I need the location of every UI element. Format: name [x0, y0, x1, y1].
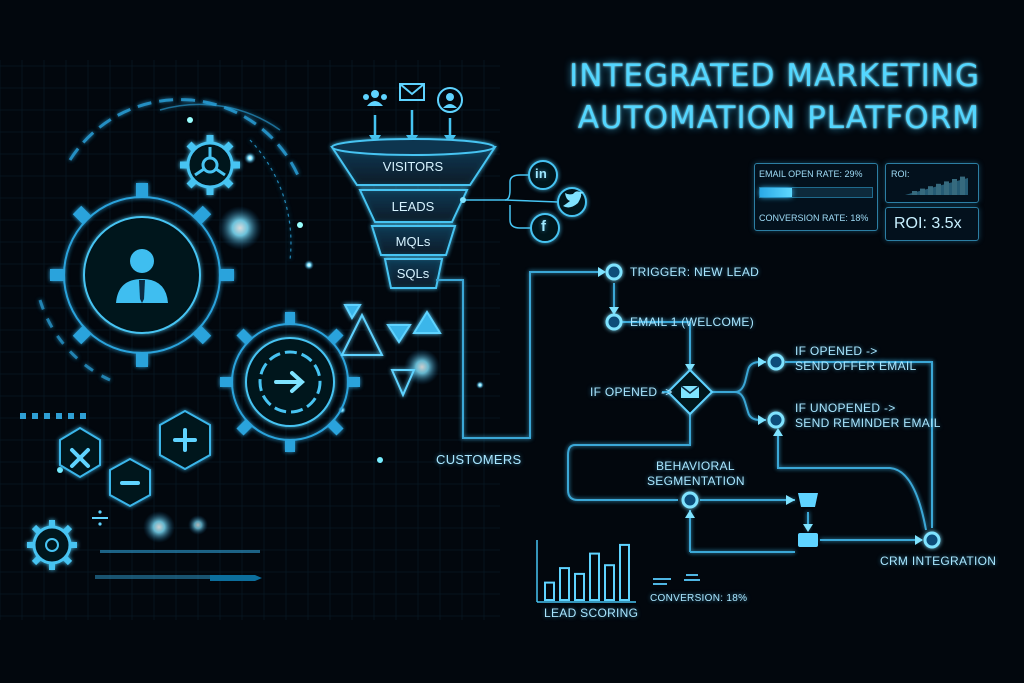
lead-scoring-bar [559, 567, 570, 601]
hud-arrows [210, 575, 262, 581]
lead-scoring-bar [619, 543, 630, 602]
gear-icon [180, 135, 240, 195]
facebook-glyph: f [541, 218, 547, 235]
flow-lines [436, 271, 933, 553]
page-title-line-1: INTEGRATED MARKETING [569, 58, 980, 94]
trigger-label: TRIGGER: NEW LEAD [630, 265, 760, 279]
segmentation-line-2: SEGMENTATION [647, 474, 745, 488]
divide-icon [92, 510, 108, 526]
database-icon [798, 533, 818, 547]
lead-scoring-bar [589, 552, 600, 601]
cart-icon [798, 493, 818, 507]
lead-scoring-bar [544, 581, 555, 601]
social-connectors [463, 174, 559, 229]
crm-integration-label: CRM INTEGRATION [880, 554, 997, 568]
customers-label: CUSTOMERS [436, 452, 522, 467]
workflow-nodes [605, 263, 941, 549]
lead-scoring-bar [574, 572, 585, 602]
conversion-caption: CONVERSION: 18% [650, 593, 748, 604]
segmentation-line-1: BEHAVIORAL [656, 459, 735, 473]
hud-ring [38, 98, 302, 382]
email-open-rate-fill [760, 188, 793, 197]
page-title-line-2: AUTOMATION PLATFORM [577, 100, 980, 136]
email-open-rate-bar [759, 187, 873, 198]
mail-icon [399, 83, 425, 101]
person-icon [116, 249, 168, 303]
unopened-branch-line-2: SEND REMINDER EMAIL [795, 416, 941, 430]
twitter-icon [557, 187, 587, 217]
linkedin-glyph: in [535, 166, 548, 181]
sales-funnel [330, 138, 497, 289]
close-icon [70, 448, 90, 468]
hud-dots [20, 413, 260, 579]
funnel-stage-visitors: VISITORS [382, 159, 444, 174]
email-metrics-panel: EMAIL OPEN RATE: 29% CONVERSION RATE: 18… [754, 163, 878, 231]
conversion-rate-label: CONVERSION RATE: 18% [759, 213, 869, 223]
hex-buttons [59, 409, 211, 508]
roi-value: ROI: 3.5x [894, 215, 962, 232]
roi-chart-panel: ROI: [885, 163, 979, 203]
funnel-stage-leads: LEADS [391, 199, 435, 214]
decision-diamond [666, 368, 714, 416]
funnel-stage-mqls: MQLs [395, 234, 431, 249]
opened-branch-line-1: IF OPENED -> [795, 344, 878, 358]
user-icon [437, 87, 463, 113]
gear-icon [50, 183, 234, 367]
arrow-right-icon [274, 371, 305, 393]
unopened-branch-line-1: IF UNOPENED -> [795, 401, 896, 415]
funnel-input-arrows [369, 110, 456, 144]
email-open-rate-label: EMAIL OPEN RATE: 29% [759, 169, 863, 179]
triangle-shapes [340, 304, 442, 398]
plus-icon [173, 428, 197, 452]
lead-scoring-bar [604, 564, 615, 602]
gear-icon [27, 520, 77, 570]
lead-scoring-label: LEAD SCORING [544, 606, 639, 620]
opened-branch-line-2: SEND OFFER EMAIL [795, 359, 917, 373]
if-opened-label: IF OPENED -> [590, 385, 673, 399]
roi-label: ROI: [891, 169, 910, 179]
users-icon [363, 90, 387, 106]
roi-value-panel: ROI: 3.5x [885, 207, 979, 241]
email-welcome-label: EMAIL 1 (WELCOME) [630, 315, 755, 329]
mini-readout [653, 574, 700, 585]
glow-orbs [57, 117, 484, 543]
flow-arrowheads [598, 267, 923, 545]
lead-scoring-chart [536, 540, 636, 603]
funnel-stage-sqls: SQLs [396, 266, 430, 281]
